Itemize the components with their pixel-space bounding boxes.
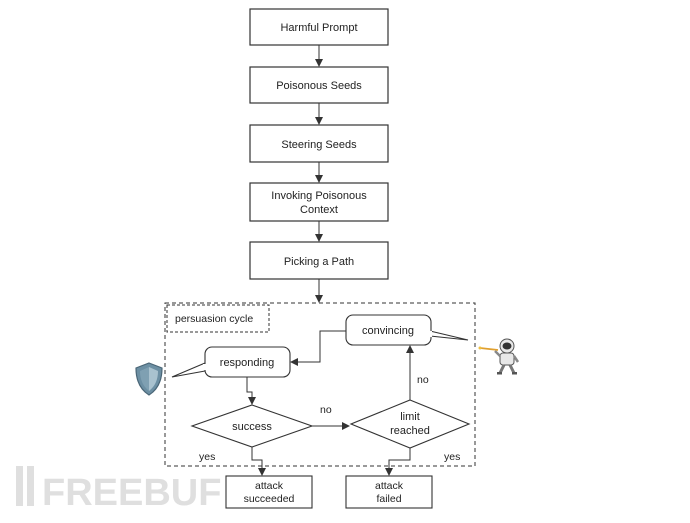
step-poisonous-seeds: Poisonous Seeds bbox=[249, 66, 389, 104]
step-invoking-label-2: Context bbox=[300, 204, 338, 216]
persuasion-cycle-tag: persuasion cycle bbox=[166, 304, 270, 333]
step-invoking-label-1: Invoking Poisonous bbox=[271, 190, 367, 202]
watermark: FREEBUF bbox=[16, 466, 221, 514]
step-picking-path-label: Picking a Path bbox=[284, 256, 354, 268]
outcome-attack-succeeded: attack succeeded bbox=[225, 475, 313, 509]
outcome-attack-failed: attack failed bbox=[345, 475, 433, 509]
step-invoking-context: Invoking Poisonous Context bbox=[249, 182, 389, 222]
outcome-succeeded-label-2: succeeded bbox=[244, 493, 295, 505]
decision-success-label: success bbox=[232, 421, 272, 433]
node-convincing: convincing bbox=[345, 314, 469, 346]
outcome-failed-label-2: failed bbox=[376, 493, 401, 505]
outcome-failed-label-1: attack bbox=[375, 480, 404, 492]
node-convincing-label: convincing bbox=[362, 325, 414, 337]
decision-limit-reached: limit reached bbox=[349, 399, 471, 449]
step-picking-path: Picking a Path bbox=[249, 241, 389, 280]
decision-limit-label-1: limit bbox=[400, 411, 420, 423]
edge-label-yes-success: yes bbox=[199, 451, 215, 463]
step-steering-seeds: Steering Seeds bbox=[249, 124, 389, 163]
persuasion-cycle-frame bbox=[164, 302, 476, 467]
step-poisonous-seeds-label: Poisonous Seeds bbox=[276, 80, 362, 92]
edge-label-no-limit: no bbox=[417, 374, 429, 386]
node-responding: responding bbox=[171, 346, 291, 378]
decision-limit-label-2: reached bbox=[390, 425, 430, 437]
edge-label-no-success: no bbox=[320, 404, 332, 416]
node-responding-label: responding bbox=[220, 357, 274, 369]
step-harmful-prompt-label: Harmful Prompt bbox=[280, 22, 357, 34]
watermark-bar bbox=[27, 466, 34, 506]
step-steering-seeds-label: Steering Seeds bbox=[281, 139, 357, 151]
edge-responding-to-success bbox=[246, 377, 256, 405]
edge-limit-to-failed bbox=[385, 448, 411, 476]
watermark-text: FREEBUF bbox=[42, 472, 221, 514]
shield-icon bbox=[135, 362, 163, 396]
watermark-bar bbox=[16, 466, 23, 506]
persuasion-cycle-label: persuasion cycle bbox=[175, 313, 253, 325]
outcome-succeeded-label-1: attack bbox=[255, 480, 284, 492]
astronaut-fencer-icon bbox=[478, 338, 520, 375]
step-harmful-prompt: Harmful Prompt bbox=[249, 8, 389, 46]
edge-success-to-succeeded bbox=[251, 447, 266, 476]
edge-label-yes-limit: yes bbox=[444, 451, 460, 463]
edge-convincing-to-responding bbox=[290, 330, 346, 366]
decision-success: success bbox=[190, 404, 314, 448]
